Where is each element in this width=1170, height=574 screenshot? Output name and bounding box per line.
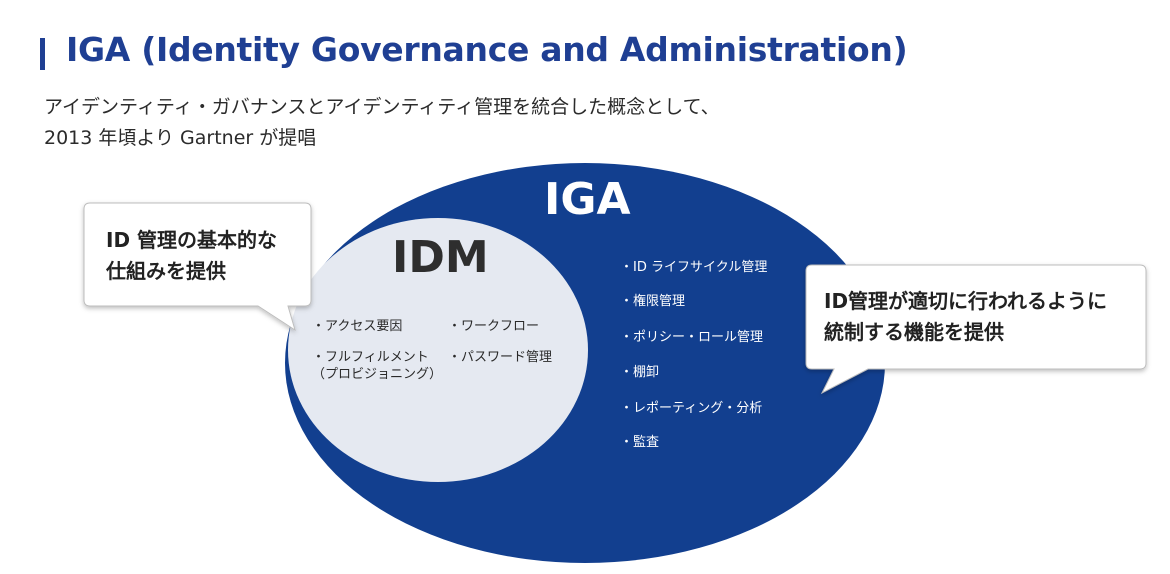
page-title: IGA (Identity Governance and Administrat… [66,30,908,69]
iga-item-policy-role: ・ポリシー・ロール管理 [620,330,764,345]
idm-item-fulfillment: ・フルフィルメント （プロビジョニング） [312,350,443,382]
iga-label: IGA [544,174,631,225]
callout-left-bubble [83,202,312,332]
idm-label: IDM [392,232,489,283]
idm-item-password: ・パスワード管理 [448,350,553,365]
callout-right-bubble [805,264,1147,395]
iga-item-reporting: ・レポーティング・分析 [620,401,763,416]
title-accent-bar [40,38,45,70]
iga-item-audit: ・監査 [620,435,660,450]
iga-item-lifecycle: ・ID ライフサイクル管理 [620,260,768,275]
callout-left-text: ID 管理の基本的な 仕組みを提供 [106,228,278,283]
callout-right-text: ID管理が適切に行われるように 統制する機能を提供 [824,289,1108,344]
subtitle-line-2: 2013 年頃より Gartner が提唱 [44,127,317,149]
iga-item-entitlement: ・権限管理 [620,294,686,309]
iga-item-certification: ・棚卸 [620,365,660,380]
page-subtitle: アイデンティティ・ガバナンスとアイデンティティ管理を統合した概念として、 201… [44,92,720,154]
idm-ellipse [288,218,588,482]
idm-item-workflow: ・ワークフロー [448,319,540,334]
idm-item-access: ・アクセス要因 [312,319,403,334]
subtitle-line-1: アイデンティティ・ガバナンスとアイデンティティ管理を統合した概念として、 [44,96,720,118]
